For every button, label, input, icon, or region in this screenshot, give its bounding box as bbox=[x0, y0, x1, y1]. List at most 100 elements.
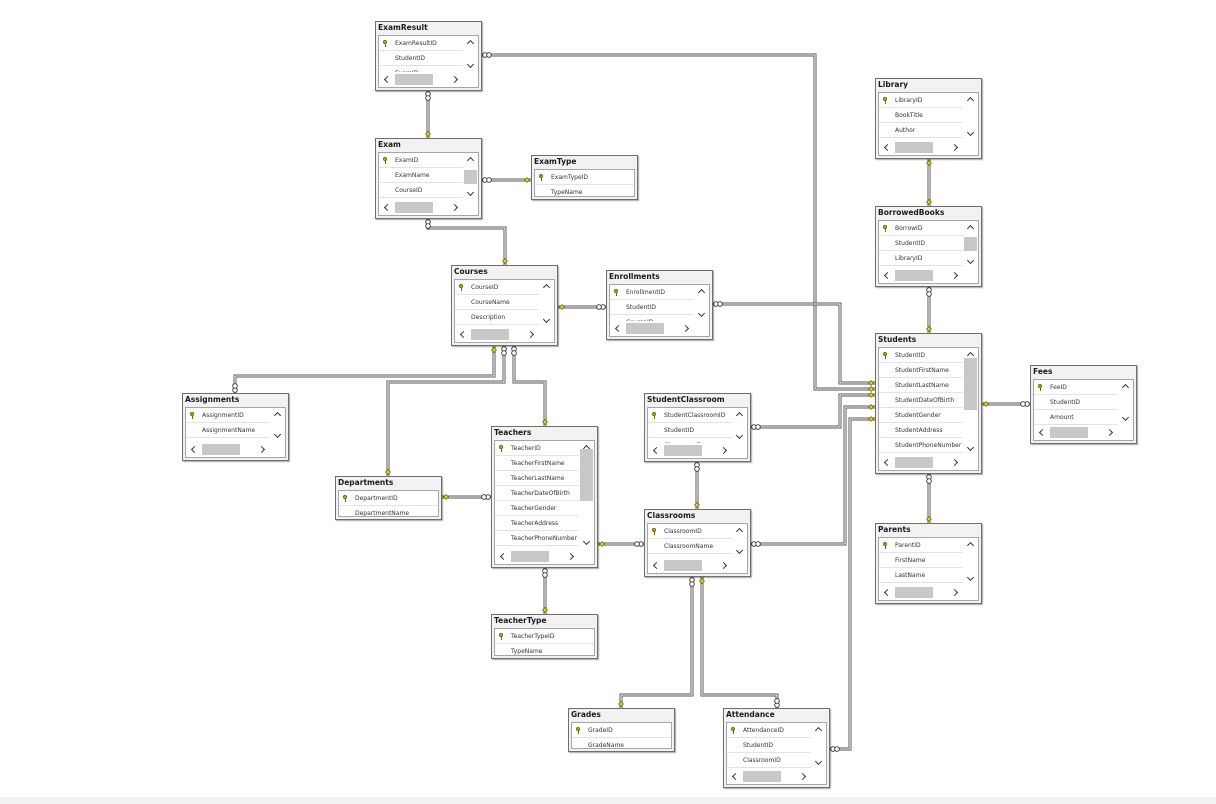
vertical-scroll-thumb[interactable] bbox=[580, 449, 593, 501]
chevron-left-icon[interactable] bbox=[882, 588, 891, 597]
column-row[interactable]: ExamResultID bbox=[379, 36, 463, 51]
chevron-down-icon[interactable] bbox=[466, 62, 474, 70]
column-row[interactable]: AttendanceID bbox=[727, 723, 811, 738]
column-row[interactable]: StudentID bbox=[879, 348, 963, 363]
horizontal-scrollbar[interactable] bbox=[879, 268, 963, 283]
horizontal-scrollbar[interactable] bbox=[879, 585, 963, 600]
chevron-down-icon[interactable] bbox=[735, 548, 743, 556]
vertical-scrollbar[interactable] bbox=[579, 441, 594, 549]
chevron-left-icon[interactable] bbox=[382, 75, 391, 84]
table-borrowed-books[interactable]: BorrowedBooksBorrowIDStudentIDLibraryIDB… bbox=[875, 206, 982, 287]
chevron-down-icon[interactable] bbox=[466, 190, 474, 198]
chevron-right-icon[interactable] bbox=[682, 324, 691, 333]
vertical-scrollbar[interactable] bbox=[963, 93, 978, 140]
chevron-up-icon[interactable] bbox=[697, 287, 705, 295]
vertical-scrollbar[interactable] bbox=[270, 408, 285, 442]
table-exam[interactable]: ExamExamIDExamNameCourseIDExamTypeID bbox=[375, 138, 482, 219]
chevron-up-icon[interactable] bbox=[1121, 382, 1129, 390]
column-row[interactable]: TeacherGender bbox=[495, 501, 579, 516]
relationship-classrooms-teachers[interactable] bbox=[598, 541, 644, 547]
column-row[interactable]: Amount bbox=[1034, 410, 1118, 425]
chevron-left-icon[interactable] bbox=[651, 446, 660, 455]
chevron-right-icon[interactable] bbox=[951, 588, 960, 597]
chevron-left-icon[interactable] bbox=[458, 330, 467, 339]
chevron-up-icon[interactable] bbox=[735, 410, 743, 418]
relationship-courses-teachers[interactable] bbox=[511, 346, 548, 426]
column-row[interactable]: StudentLastName bbox=[879, 378, 963, 393]
relationship-attendance-students[interactable] bbox=[830, 416, 875, 752]
chevron-right-icon[interactable] bbox=[720, 561, 729, 570]
column-row[interactable]: StudentGender bbox=[879, 408, 963, 423]
column-row[interactable]: AssignmentID bbox=[186, 408, 270, 423]
chevron-down-icon[interactable] bbox=[582, 539, 590, 547]
chevron-up-icon[interactable] bbox=[966, 95, 974, 103]
chevron-right-icon[interactable] bbox=[567, 552, 576, 561]
table-enrollments[interactable]: EnrollmentsEnrollmentIDStudentIDCourseID bbox=[606, 270, 713, 340]
column-row[interactable]: AssignmentName bbox=[186, 423, 270, 438]
vertical-scrollbar[interactable] bbox=[963, 221, 978, 268]
table-courses[interactable]: CoursesCourseIDCourseNameDescriptionCred… bbox=[451, 265, 558, 346]
chevron-down-icon[interactable] bbox=[966, 130, 974, 138]
column-row[interactable]: ExamName bbox=[379, 168, 463, 183]
column-row[interactable]: LastName bbox=[879, 568, 963, 583]
column-row[interactable]: ClassroomID bbox=[727, 753, 811, 768]
horizontal-scroll-thumb[interactable] bbox=[395, 202, 433, 213]
column-row[interactable]: ExamID bbox=[379, 66, 463, 72]
chevron-right-icon[interactable] bbox=[799, 772, 808, 781]
column-row[interactable]: TypeName bbox=[495, 644, 594, 655]
horizontal-scrollbar[interactable] bbox=[648, 443, 732, 458]
vertical-scrollbar[interactable] bbox=[694, 285, 709, 321]
chevron-up-icon[interactable] bbox=[273, 410, 281, 418]
table-assignments[interactable]: AssignmentsAssignmentIDAssignmentNameCou… bbox=[182, 393, 289, 461]
chevron-right-icon[interactable] bbox=[527, 330, 536, 339]
chevron-right-icon[interactable] bbox=[951, 458, 960, 467]
column-row[interactable]: ParentID bbox=[879, 538, 963, 553]
chevron-up-icon[interactable] bbox=[542, 282, 550, 290]
column-row[interactable]: GradeID bbox=[572, 723, 671, 738]
relationship-enrollments-courses[interactable] bbox=[558, 304, 606, 310]
column-row[interactable]: ClassroomName bbox=[648, 539, 732, 554]
chevron-right-icon[interactable] bbox=[1106, 428, 1115, 437]
column-row[interactable]: StudentID bbox=[648, 423, 732, 438]
chevron-down-icon[interactable] bbox=[1121, 415, 1129, 423]
horizontal-scrollbar[interactable] bbox=[379, 200, 463, 215]
chevron-up-icon[interactable] bbox=[466, 155, 474, 163]
horizontal-scroll-thumb[interactable] bbox=[202, 444, 240, 455]
chevron-right-icon[interactable] bbox=[951, 271, 960, 280]
vertical-scrollbar[interactable] bbox=[1118, 380, 1133, 425]
vertical-scrollbar[interactable] bbox=[732, 408, 747, 443]
horizontal-scrollbar[interactable] bbox=[455, 327, 539, 342]
column-row[interactable]: DepartmentName bbox=[339, 506, 438, 516]
vertical-scroll-thumb[interactable] bbox=[964, 358, 977, 410]
table-classrooms[interactable]: ClassroomsClassroomIDClassroomNameGradeI… bbox=[644, 509, 751, 577]
chevron-right-icon[interactable] bbox=[258, 445, 267, 454]
chevron-right-icon[interactable] bbox=[951, 143, 960, 152]
column-row[interactable]: LibraryID bbox=[879, 93, 963, 108]
chevron-left-icon[interactable] bbox=[189, 445, 198, 454]
chevron-up-icon[interactable] bbox=[814, 725, 822, 733]
relationship-exam-result-exam[interactable] bbox=[425, 91, 431, 138]
column-row[interactable]: TeacherID bbox=[495, 441, 579, 456]
vertical-scrollbar[interactable] bbox=[732, 524, 747, 558]
column-row[interactable]: StudentClassroomID bbox=[648, 408, 732, 423]
chevron-down-icon[interactable] bbox=[735, 433, 743, 441]
chevron-right-icon[interactable] bbox=[720, 446, 729, 455]
horizontal-scroll-thumb[interactable] bbox=[471, 329, 509, 340]
horizontal-scroll-thumb[interactable] bbox=[895, 457, 933, 468]
horizontal-scroll-thumb[interactable] bbox=[664, 560, 702, 571]
horizontal-scrollbar[interactable] bbox=[186, 442, 270, 457]
chevron-left-icon[interactable] bbox=[1037, 428, 1046, 437]
column-row[interactable]: TeacherLastName bbox=[495, 471, 579, 486]
horizontal-scrollbar[interactable] bbox=[495, 549, 579, 564]
horizontal-scroll-thumb[interactable] bbox=[664, 445, 702, 456]
column-row[interactable]: StudentID bbox=[879, 236, 963, 251]
chevron-up-icon[interactable] bbox=[735, 526, 743, 534]
column-row[interactable]: CourseID bbox=[610, 315, 694, 321]
relationship-borrowed-books-library[interactable] bbox=[926, 159, 932, 206]
column-row[interactable]: Author bbox=[879, 123, 963, 138]
